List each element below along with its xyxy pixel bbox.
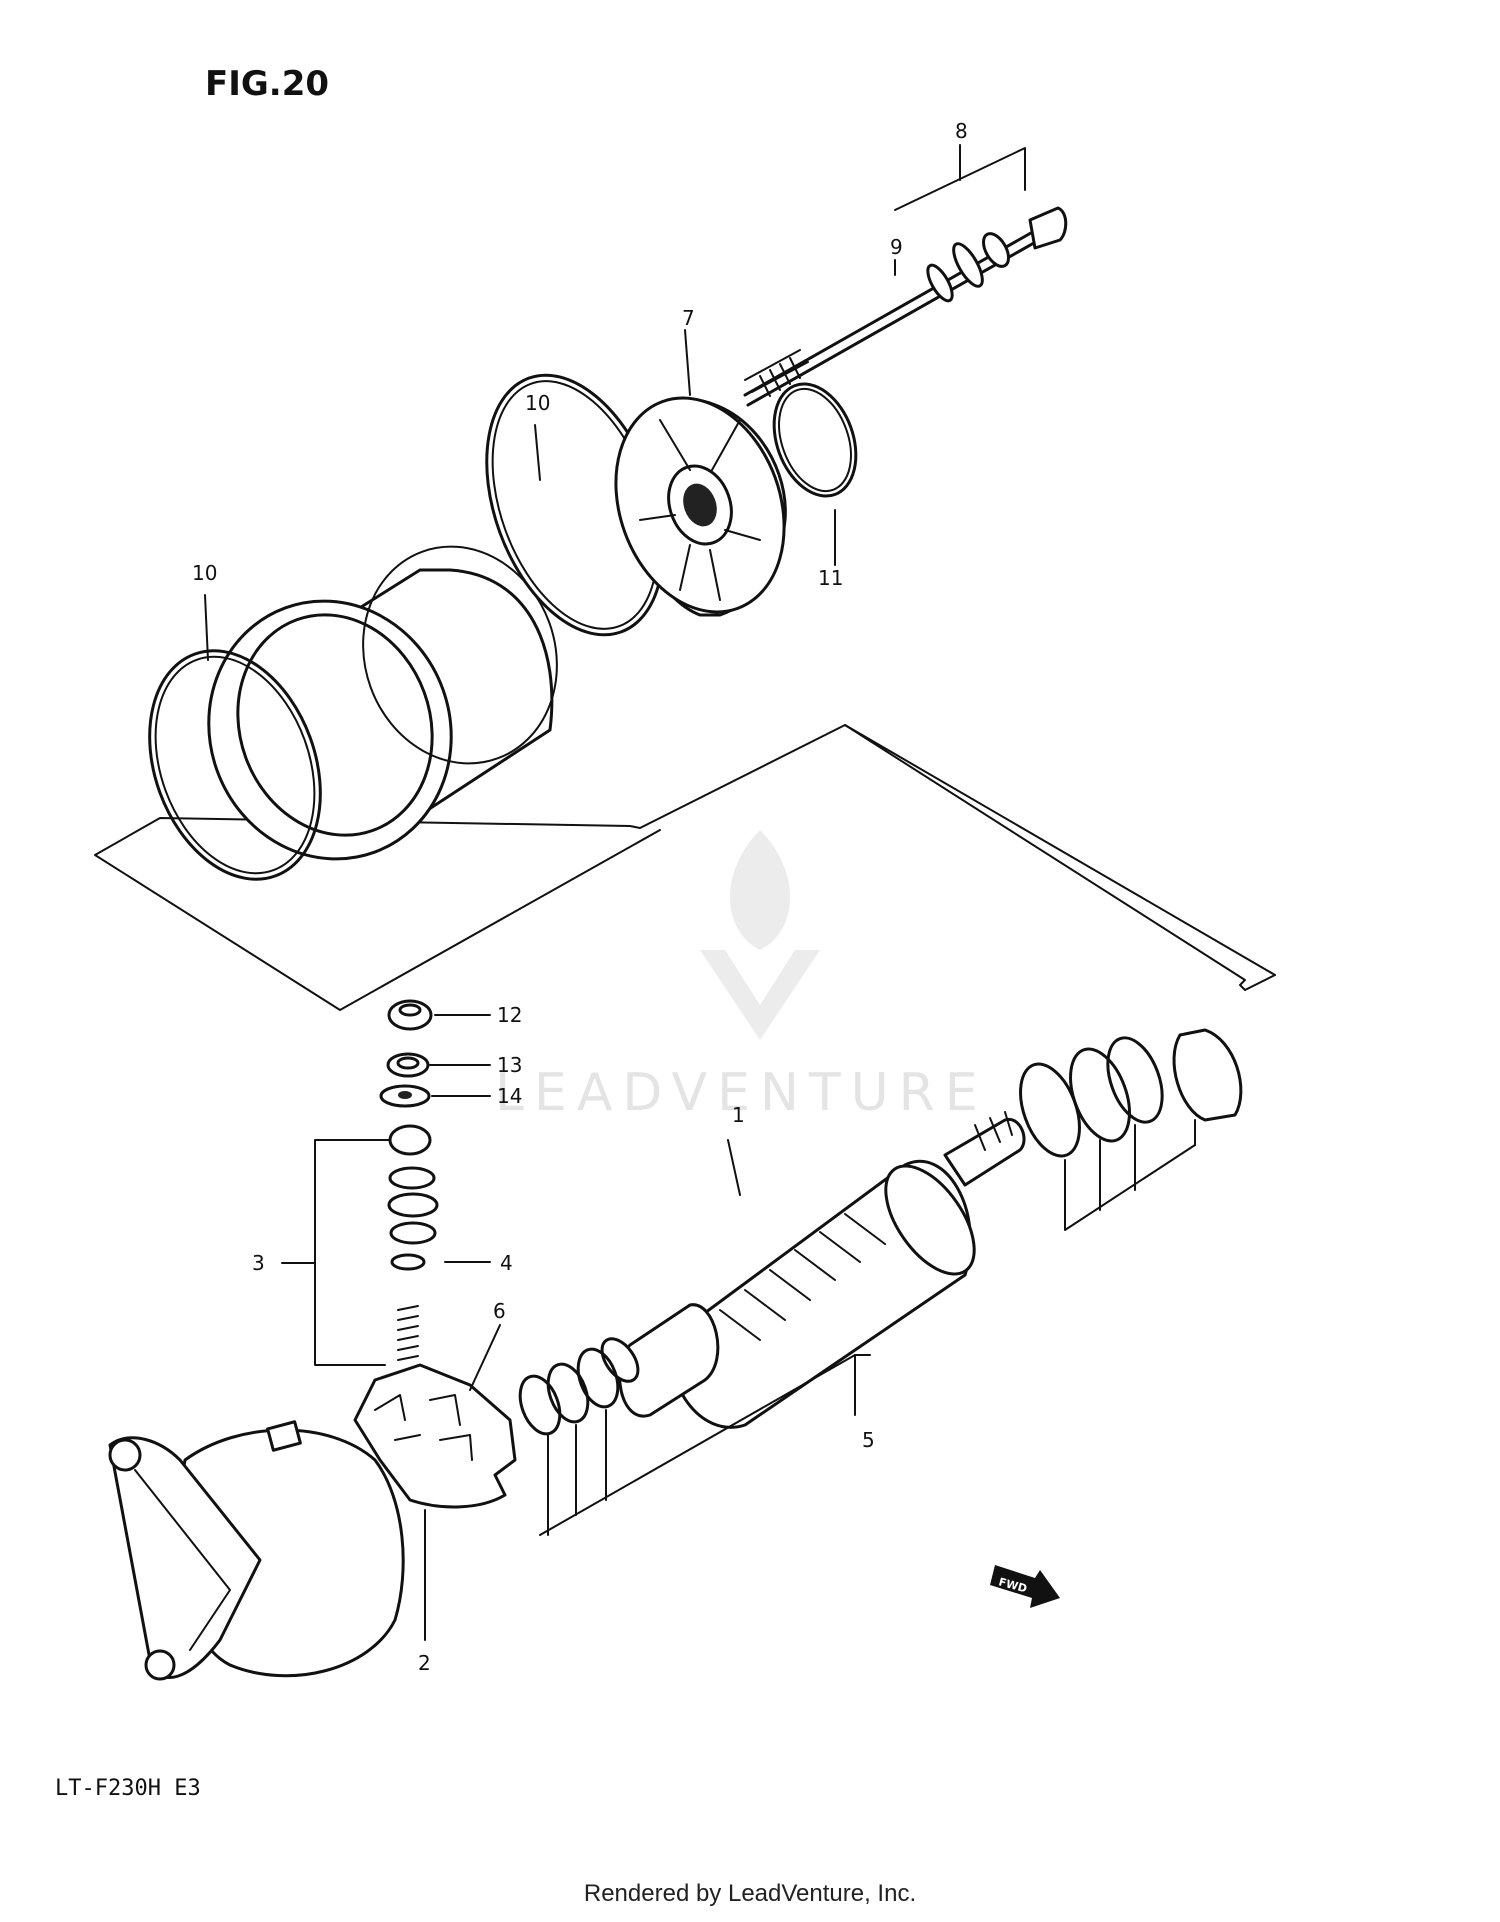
callout-6: 6 [493,1299,506,1323]
callout-4: 4 [500,1251,513,1275]
callout-8: 8 [955,119,968,143]
motor-housing [207,545,558,861]
fwd-arrow: FWD [990,1565,1060,1608]
callout-5: 5 [862,1428,875,1452]
model-designation: LT-F230H E3 [55,1776,201,1801]
o-ring-10-left [148,649,322,881]
leader-lines [204,144,1196,1641]
armature-shims-right [1019,1028,1243,1158]
rendered-by-footer: Rendered by LeadVenture, Inc. [583,1880,917,1907]
callout-3: 3 [252,1251,265,1275]
callout-labels: 1 2 3 4 5 6 7 8 9 10 10 11 12 13 14 [192,119,968,1675]
end-cover [614,396,787,617]
callout-10-top: 10 [525,391,550,415]
assembly-boundary [94,724,1276,1011]
through-bolt [743,206,1068,407]
armature-shims-left [518,1347,620,1436]
figure-title: FIG.20 [205,64,329,104]
leadventure-watermark: LEADVENTURE [495,830,988,1123]
callout-13: 13 [497,1053,522,1077]
brush-holder [353,1363,517,1509]
callout-12: 12 [497,1003,522,1027]
terminal-hardware-stack [379,999,439,1361]
callout-11: 11 [818,566,843,590]
callout-7: 7 [682,306,695,330]
watermark-text: LEADVENTURE [495,1063,988,1123]
callout-2: 2 [418,1651,431,1675]
callout-1: 1 [732,1103,745,1127]
o-ring-11 [772,382,858,498]
front-bracket [108,1420,405,1681]
callout-10-left: 10 [192,561,217,585]
callout-9: 9 [890,235,903,259]
armature [600,1111,1026,1429]
callout-14: 14 [497,1084,522,1108]
